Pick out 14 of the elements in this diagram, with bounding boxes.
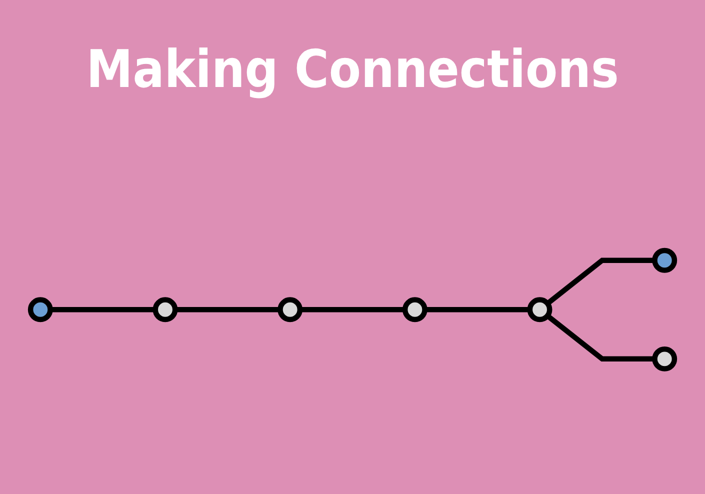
title: Making Connections: [85, 40, 620, 100]
connector: [175, 307, 280, 313]
node-circle: [28, 298, 53, 322]
node-circle: [402, 298, 428, 322]
connector: [424, 307, 530, 313]
connector: [300, 307, 406, 313]
node-circle: [152, 298, 178, 322]
node-circle: [652, 248, 678, 274]
node-circle: [527, 298, 552, 322]
node-circle: [652, 346, 678, 372]
connector: [50, 307, 156, 313]
connector: [546, 258, 655, 306]
connector: [546, 314, 655, 362]
node-circle: [278, 298, 303, 322]
